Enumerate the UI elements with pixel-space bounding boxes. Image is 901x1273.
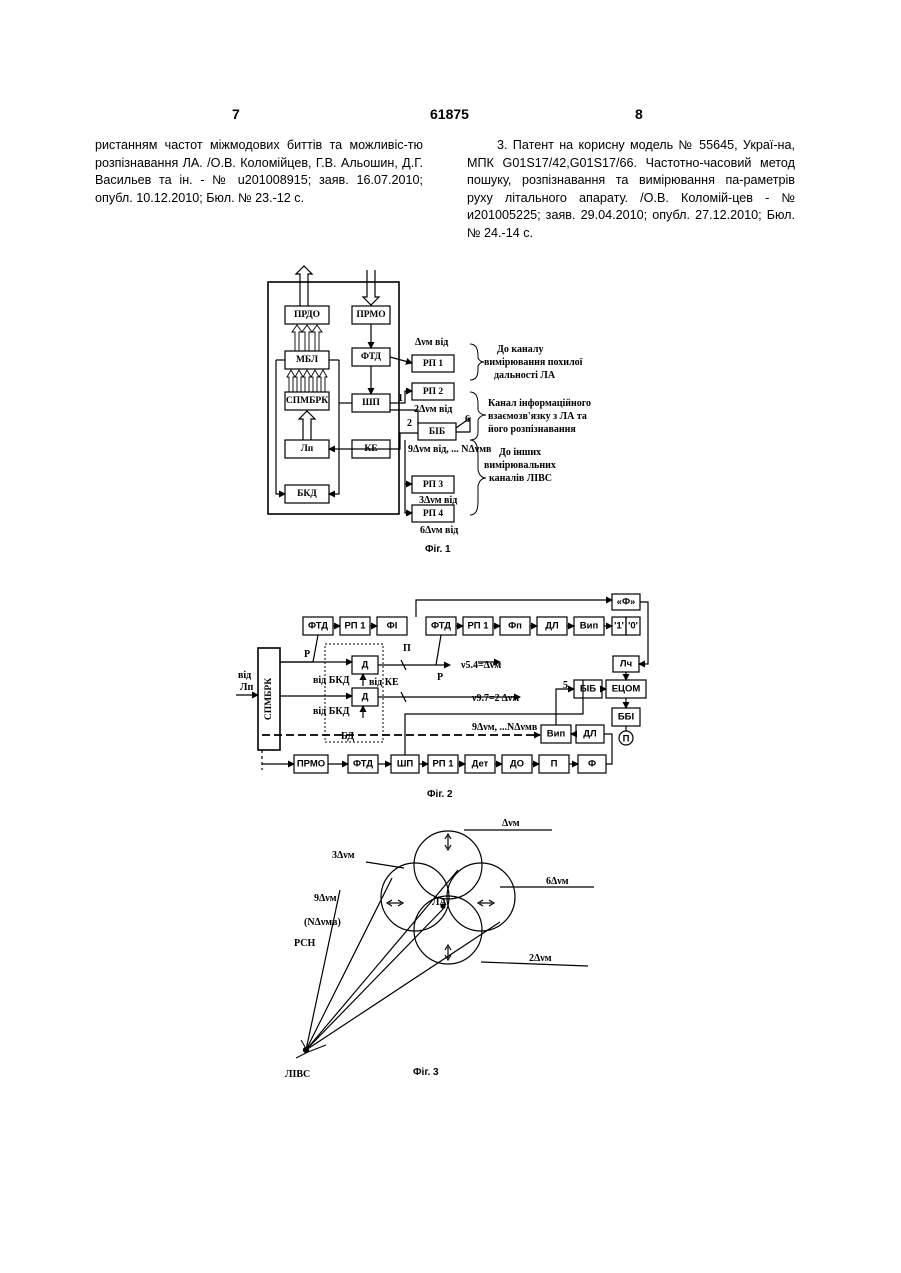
- fig2-ftd2-label: ФТД: [431, 621, 451, 632]
- fig1-rp1-label: РП 1: [423, 359, 444, 369]
- fig2-vid: від: [238, 670, 251, 681]
- fig2-do-label: ДО: [510, 759, 524, 770]
- fig2-phi-label: «Ф»: [617, 597, 636, 608]
- fig2-spmbrk-label: СПМБРК: [264, 678, 274, 720]
- fig1-lp-label: Лп: [301, 444, 314, 454]
- fig2-f-label: Ф: [588, 759, 596, 770]
- fig1-note1-l1: До каналу: [497, 344, 543, 355]
- fig2-nu97: ν9.7=2 Δνм: [471, 693, 519, 704]
- fig2-rp1b-label: РП 1: [467, 621, 489, 632]
- fig2-dl2-label: ДЛ: [583, 729, 597, 740]
- fig3-caption: Фіг. 3: [413, 1067, 439, 1078]
- fig2-pp: П: [403, 643, 411, 654]
- fig2-lch-label: Лч: [620, 659, 632, 670]
- fig2-bd: БД: [341, 731, 354, 742]
- fig1-rp4-label: РП 4: [423, 509, 444, 519]
- fig1-note2-l1: Канал інформаційного: [488, 398, 591, 409]
- fig1-prdo-label: ПРДО: [294, 310, 320, 320]
- fig2-p1: Р: [304, 649, 310, 660]
- fig2-vid-bkd2: від БКД: [313, 706, 350, 717]
- fig1-note3-l3: каналів ЛІВС: [489, 473, 552, 484]
- fig1-dv-2: 2Δνм від: [414, 404, 452, 415]
- figure-3: [296, 830, 594, 1058]
- fig2-bd-dotted: [325, 644, 383, 742]
- fig2-p-label: П: [551, 759, 558, 770]
- fig3-dv6: 6Δνм: [546, 876, 569, 887]
- fig1-n2: 2: [407, 418, 412, 429]
- fig3-dv9: 9Δνм: [314, 893, 337, 904]
- fig2-prmo-label: ПРМО: [297, 759, 325, 770]
- fig1-rp3-label: РП 3: [423, 480, 444, 490]
- fig2-ftd1-label: ФТД: [308, 621, 328, 632]
- fig2-dv9: 9Δνм, ...NΔνмв: [472, 722, 538, 733]
- fig3-dv: Δνм: [502, 818, 520, 829]
- fig2-caption: Фіг. 2: [427, 789, 453, 800]
- fig2-pc-label: П: [623, 734, 630, 745]
- figure-1-text: ПРДО МБЛ СПМБРК Лп БКД ПРМО ФТД ШП КЕ РП…: [286, 310, 591, 555]
- fig2-fp-label: Фп: [508, 621, 522, 632]
- fig1-bib-label: БІБ: [429, 427, 445, 437]
- fig2-p2: Р: [437, 672, 443, 683]
- fig2-ftd3-label: ФТД: [353, 759, 373, 770]
- fig2-rp1c-label: РП 1: [432, 759, 454, 770]
- fig2-rp1a-label: РП 1: [344, 621, 366, 632]
- fig2-bbi-label: ББІ: [618, 712, 634, 723]
- fig1-dv-top: Δνм від: [415, 337, 448, 348]
- fig1-n1: 1: [398, 393, 403, 404]
- fig1-prmo-in-arrow: [363, 270, 379, 305]
- fig1-dv-9: 9Δνм від, ... NΔνмв: [408, 444, 492, 455]
- fig2-zero-label: '0': [628, 621, 638, 632]
- fig2-n5: 5: [563, 680, 568, 691]
- fig1-lp-spmbrk-arrow: [299, 411, 315, 440]
- fig2-bib-label: БІБ: [580, 684, 596, 695]
- fig1-bkd-label: БКД: [297, 489, 317, 499]
- fig1-n6: 6: [465, 414, 470, 425]
- fig1-note3-l1: До інших: [499, 447, 541, 458]
- fig2-fi-label: ФІ: [387, 621, 398, 632]
- fig1-ke-label: КЕ: [364, 444, 377, 454]
- fig2-vip1-label: Вип: [580, 621, 599, 632]
- fig2-d2-label: Д: [362, 692, 369, 703]
- fig1-dv-3: 3Δνм від: [419, 495, 457, 506]
- fig1-ftd-label: ФТД: [361, 352, 382, 362]
- fig2-nu54: ν5.4=Δνм: [460, 660, 501, 671]
- fig1-prdo-out-arrow: [296, 266, 312, 306]
- fig2-vid-ke: від КЕ: [369, 677, 399, 688]
- fig1-note1-l2: вимірювання похилої: [484, 357, 583, 368]
- fig2-ecom-label: ЕЦОМ: [612, 684, 641, 695]
- fig3-dv2: 2Δνм: [529, 953, 552, 964]
- fig1-mbl-prdo-arrows: [292, 325, 322, 351]
- fig1-note2-l2: взаємозв'язку з ЛА та: [488, 411, 587, 422]
- fig3-ndv: (NΔνмв): [304, 917, 341, 928]
- fig2-dl1-label: ДЛ: [545, 621, 559, 632]
- fig1-note2-l3: його розпізнавання: [488, 424, 576, 435]
- fig2-vid-bkd1: від БКД: [313, 675, 350, 686]
- fig2-vip2-label: Вип: [547, 729, 566, 740]
- fig1-mbl-label: МБЛ: [296, 355, 318, 365]
- fig3-livs: ЛІВС: [285, 1069, 310, 1080]
- fig1-prmo-label: ПРМО: [356, 310, 385, 320]
- fig1-note1-l3: дальності ЛА: [494, 370, 556, 381]
- fig2-lp: Лп: [240, 682, 253, 693]
- fig1-caption: Фіг. 1: [425, 544, 451, 555]
- fig1-spmbrk-label: СПМБРК: [286, 396, 328, 406]
- figure-1: [268, 266, 486, 522]
- fig2-shp-label: ШП: [397, 759, 414, 770]
- fig1-spmbrk-mbl-arrows: [287, 370, 327, 392]
- fig1-shp-label: ШП: [362, 398, 380, 408]
- fig2-d1-label: Д: [362, 660, 369, 671]
- fig1-note3-l2: вимірювальних: [484, 460, 556, 471]
- fig3-la: ЛА: [432, 897, 447, 908]
- fig2-one-label: '1': [614, 621, 624, 632]
- fig3-rsn: РСН: [294, 938, 315, 949]
- fig3-dv3: 3Δνм: [332, 850, 355, 861]
- fig2-det-label: Дет: [472, 759, 489, 770]
- fig1-rp2-label: РП 2: [423, 387, 444, 397]
- fig1-dv-6: 6Δνм від: [420, 525, 458, 536]
